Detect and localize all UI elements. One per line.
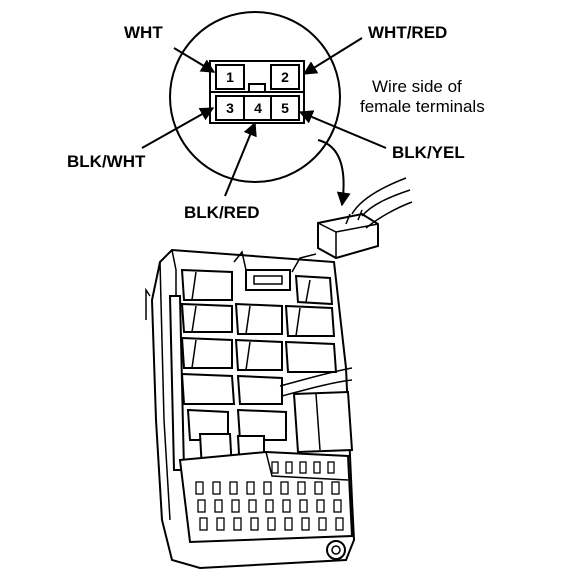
fuse-slot: [214, 499, 223, 513]
fuse-slot: [197, 499, 206, 513]
fuse-slot: [316, 499, 325, 513]
fuse-slot: [265, 499, 274, 513]
fuse-slot: [248, 499, 257, 513]
fuse-slot: [299, 461, 307, 474]
wire-label-pin1: WHT: [124, 23, 163, 42]
fuse-grid: [195, 461, 344, 531]
connector-latch: [248, 83, 266, 93]
leader-pin1: [173, 47, 216, 73]
leader-pin3: [141, 107, 215, 149]
fuse-slot: [246, 481, 255, 495]
pin-number-5: 5: [281, 100, 289, 116]
harness-connector: [317, 177, 413, 260]
pin-number-2: 2: [281, 69, 289, 85]
pin-cell-5: [270, 95, 300, 121]
fuse-slot: [280, 481, 289, 495]
fuse-slot: [271, 461, 279, 474]
mounting-bolt: [326, 540, 346, 560]
pin-cell-2: [270, 64, 300, 90]
fuse-slot: [335, 517, 344, 531]
leader-pin2: [302, 37, 363, 75]
leader-pin5: [298, 110, 387, 149]
detail-to-connector-arrow: [317, 139, 351, 207]
wire-label-pin3: BLK/WHT: [67, 152, 146, 171]
fuse-slot: [327, 461, 335, 474]
fuse-slot: [263, 481, 272, 495]
fuse-slot: [299, 499, 308, 513]
detail-circle: [169, 11, 341, 183]
connector-detail: 1 2 3 4 5: [169, 11, 341, 183]
pin-cell-1: [215, 64, 245, 90]
note-line-2: female terminals: [360, 97, 485, 116]
leader-pin4: [224, 121, 257, 197]
fuse-slot: [284, 517, 293, 531]
wire-label-pin2: WHT/RED: [368, 23, 447, 42]
fuse-slot: [318, 517, 327, 531]
box-wire-harness: [279, 367, 353, 387]
fuse-slot: [250, 517, 259, 531]
fuse-slot: [267, 517, 276, 531]
fuse-slot: [314, 481, 323, 495]
pin-number-4: 4: [254, 100, 262, 116]
fuse-slot: [285, 461, 293, 474]
fuse-slot: [195, 481, 204, 495]
fuse-slot: [233, 517, 242, 531]
fuse-slot: [282, 499, 291, 513]
fuse-slot: [313, 461, 321, 474]
wire-label-pin5: BLK/YEL: [392, 143, 465, 162]
fuse-slot: [229, 481, 238, 495]
fuse-slot: [212, 481, 221, 495]
fuse-slot: [333, 499, 342, 513]
fuse-slot: [231, 499, 240, 513]
fuse-slot: [216, 517, 225, 531]
fuse-slot: [297, 481, 306, 495]
fuse-slot: [301, 517, 310, 531]
wire-label-pin4: BLK/RED: [184, 203, 260, 222]
harness-wire: [351, 177, 407, 215]
note-line-1: Wire side of: [372, 77, 462, 96]
fuse-slot: [199, 517, 208, 531]
pin-number-1: 1: [226, 69, 234, 85]
pin-number-3: 3: [226, 100, 234, 116]
fuse-slot: [331, 481, 340, 495]
